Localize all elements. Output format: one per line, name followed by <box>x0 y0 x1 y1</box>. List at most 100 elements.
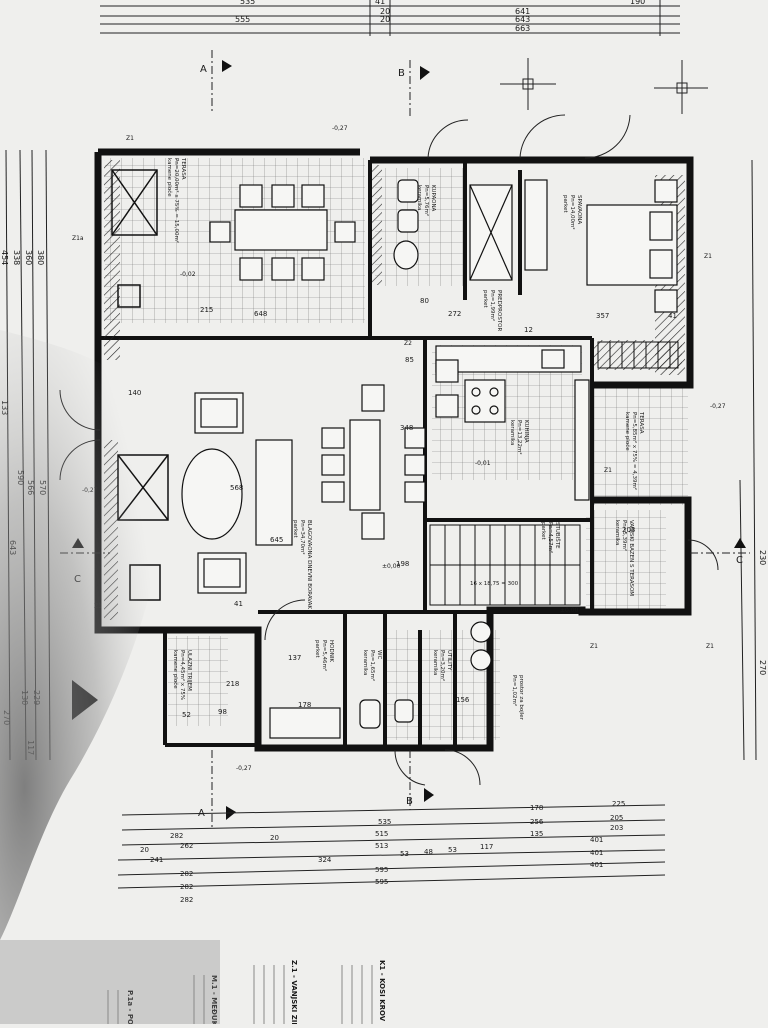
top-dim-41: 41 <box>375 0 385 6</box>
svg-text:kamene ploče: kamene ploče <box>166 158 173 197</box>
svg-text:203: 203 <box>622 526 635 534</box>
bottom-dimensions: 282 20 535 178 225 20 262 515 256 205 24… <box>140 800 625 904</box>
entrance-tiles <box>168 636 228 726</box>
section-mark-b-bottom: B <box>406 750 434 810</box>
svg-text:282: 282 <box>180 883 193 891</box>
title-block: K1 - KOSI KROV Z.1 - VANJSKI ZID M.1 - M… <box>107 960 386 1028</box>
label-corridor-n: PREDPROSTOR Pn=1,99m² parket <box>482 290 502 331</box>
svg-text:WC: WC <box>376 650 382 659</box>
label-bathroom: KUPAONA Pn=5,76m² keramika <box>416 185 436 216</box>
svg-text:Pn=5,85m² x 75% = 4,39m²: Pn=5,85m² x 75% = 4,39m² <box>631 412 638 490</box>
svg-text:513: 513 <box>375 842 388 850</box>
svg-text:keramika: keramika <box>432 650 438 675</box>
section-mark-a-bottom: A <box>198 750 236 830</box>
top-dim-641: 641 <box>515 7 530 16</box>
label-living: BLAGOVAONA DNEVNI BORAVAK Pn=34,70m² par… <box>292 520 312 609</box>
svg-text:Pn=20,00m² x 75% = 15,00m²: Pn=20,00m² x 75% = 15,00m² <box>173 158 180 243</box>
svg-text:Pn=13,22m²: Pn=13,22m² <box>516 420 523 455</box>
top-dim-643: 643 <box>515 15 530 24</box>
svg-text:241: 241 <box>150 856 163 864</box>
label-kitchen: KUHINJA Pn=13,22m² keramika <box>509 420 529 455</box>
svg-text:41: 41 <box>234 600 243 608</box>
grid-axis-cross-1 <box>500 58 556 110</box>
svg-text:A: A <box>200 64 207 75</box>
svg-text:282: 282 <box>170 832 183 840</box>
svg-text:80: 80 <box>420 297 429 305</box>
label-wc: WC Pn=1,65m² keramika <box>362 650 382 681</box>
svg-text:648: 648 <box>254 310 267 318</box>
svg-text:M.1 - MEĐUKATNA: M.1 - MEĐUKATNA <box>210 975 218 1024</box>
svg-text:Z1a: Z1a <box>72 235 84 242</box>
label-boiler: prostor za bojler Pn=1,02m² <box>511 675 524 721</box>
label-bedroom: SPAVAONA Pn=14,00m² parket <box>562 195 582 230</box>
photo-shadow <box>0 330 163 940</box>
svg-text:85: 85 <box>405 356 414 364</box>
svg-text:Z1: Z1 <box>126 135 134 142</box>
svg-text:B: B <box>398 68 405 79</box>
label-pool: VANJSKI BAZEN S TERASOM Pn=5,39m² kerami… <box>614 520 634 596</box>
interior-dimensions: 215 80 272 357 41 12 85 140 648 645 568 … <box>128 297 677 719</box>
svg-text:535: 535 <box>378 818 391 826</box>
svg-text:53: 53 <box>400 850 409 858</box>
svg-text:401: 401 <box>590 836 603 844</box>
svg-text:348: 348 <box>400 424 413 432</box>
svg-text:515: 515 <box>375 830 388 838</box>
svg-text:-0,27: -0,27 <box>236 765 252 772</box>
svg-text:P.1a - POD: P.1a - POD <box>126 990 134 1024</box>
svg-text:Pn=1,02m²: Pn=1,02m² <box>511 675 518 706</box>
svg-text:218: 218 <box>226 680 239 688</box>
top-dim-190: 190 <box>630 0 645 6</box>
svg-text:ULAZNI TRIJEM: ULAZNI TRIJEM <box>186 650 192 691</box>
svg-text:98: 98 <box>218 708 227 716</box>
grid-axis-cross-2 <box>654 60 708 114</box>
top-dim-663: 663 <box>515 24 530 33</box>
double-bed <box>524 179 678 313</box>
svg-text:KUPAONA: KUPAONA <box>430 185 436 212</box>
top-dim-555: 555 <box>235 15 250 24</box>
svg-text:keramika: keramika <box>362 650 368 675</box>
kitchen-counters <box>435 345 590 501</box>
svg-text:UTILITY: UTILITY <box>446 650 452 671</box>
svg-text:HODNIK: HODNIK <box>328 640 334 662</box>
svg-text:41: 41 <box>668 312 677 320</box>
right-dimension-lines <box>739 159 757 761</box>
svg-text:Z1: Z1 <box>704 253 712 260</box>
svg-text:parket: parket <box>292 520 298 538</box>
svg-text:VANJSKI BAZEN S TERASOM: VANJSKI BAZEN S TERASOM <box>628 520 634 596</box>
wall-hatch-bath <box>372 165 382 285</box>
svg-text:52: 52 <box>182 711 191 719</box>
svg-text:203: 203 <box>610 824 623 832</box>
bathroom-fixtures <box>393 179 513 281</box>
room-labels: TERASA Pn=20,00m² x 75% = 15,00m² kamene… <box>166 157 644 721</box>
svg-text:BLAGOVAONA DNEVNI BORAVAK: BLAGOVAONA DNEVNI BORAVAK <box>306 520 312 609</box>
svg-text:645: 645 <box>270 536 283 544</box>
right-dim-270: 270 <box>758 660 767 675</box>
svg-text:-0,01: -0,01 <box>475 460 491 467</box>
svg-text:parket: parket <box>314 640 320 658</box>
svg-text:keramika: keramika <box>509 420 515 445</box>
svg-text:C: C <box>736 555 743 566</box>
svg-text:117: 117 <box>480 843 493 851</box>
svg-text:K1 - KOSI KROV: K1 - KOSI KROV <box>378 960 386 1022</box>
wc-utility-fixtures <box>269 621 492 739</box>
pool-tiles <box>586 510 666 610</box>
svg-text:Z1: Z1 <box>604 467 612 474</box>
svg-text:198: 198 <box>396 560 409 568</box>
svg-text:Pn=1,65m²: Pn=1,65m² <box>369 650 376 681</box>
svg-text:Pn=5,39m²: Pn=5,39m² <box>621 520 628 551</box>
svg-text:205: 205 <box>610 814 623 822</box>
svg-text:Pn=4,45m² x 75%: Pn=4,45m² x 75% <box>179 650 186 700</box>
svg-text:parket: parket <box>482 290 488 308</box>
svg-text:137: 137 <box>288 654 301 662</box>
svg-text:KUHINJA: KUHINJA <box>523 420 529 443</box>
svg-text:Pn=5,76m²: Pn=5,76m² <box>423 185 430 216</box>
terrace-dining-set <box>209 184 356 281</box>
svg-text:282: 282 <box>180 896 193 904</box>
wc-utility-tiles <box>385 630 500 740</box>
interior-walls <box>98 160 594 748</box>
right-dim-230: 230 <box>758 550 767 565</box>
svg-text:keramika: keramika <box>416 185 422 210</box>
top-dim-20b: 20 <box>380 15 390 24</box>
svg-text:Pn=34,70m²: Pn=34,70m² <box>299 520 306 555</box>
svg-text:595: 595 <box>375 866 388 874</box>
